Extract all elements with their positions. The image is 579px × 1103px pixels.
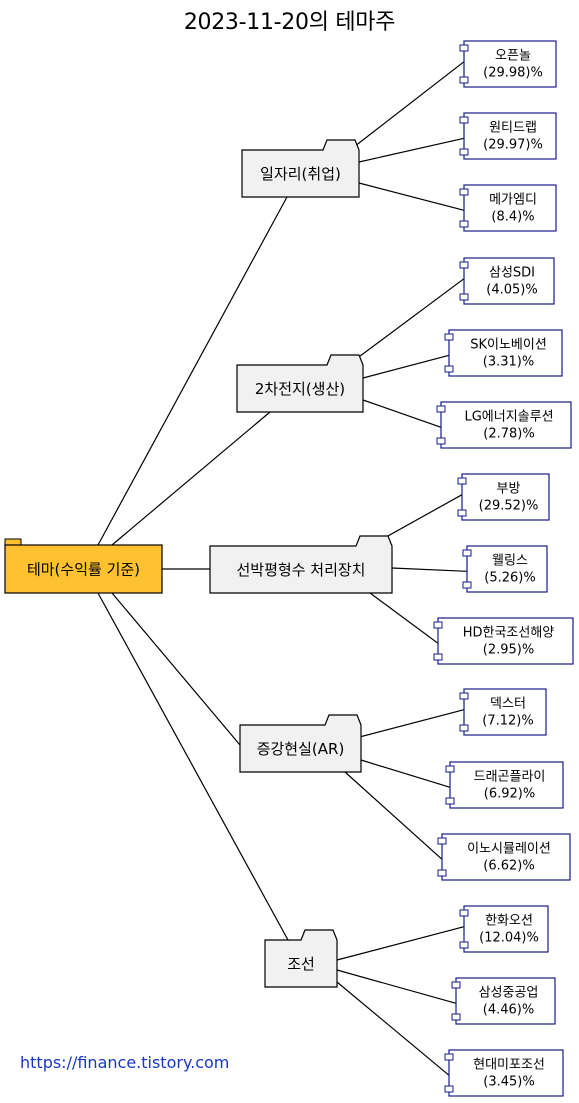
stock-name: LG에너지솔루션	[464, 410, 553, 425]
stock-node[interactable]	[459, 40, 557, 88]
stock-return-pct: (29.52)%	[479, 499, 539, 514]
edge-theme-to-stock	[344, 771, 443, 860]
edge-theme-to-stock	[362, 354, 450, 379]
edge-theme-to-stock	[347, 278, 465, 366]
theme-node-label: 조선	[287, 955, 315, 973]
stock-node[interactable]	[433, 617, 574, 665]
edge-theme-to-stock	[347, 709, 465, 741]
stock-node[interactable]	[437, 833, 571, 881]
edges-layer	[97, 61, 468, 1076]
nodes-layer: 테마(수익률 기준) 일자리(취업) 2차전지(생산) 선박평형수 처리장치증강현실(…	[4, 40, 574, 1097]
stock-return-pct: (4.05)%	[486, 283, 537, 298]
edge-theme-to-stock	[360, 759, 451, 788]
stock-name: 현대미포조선	[473, 1058, 545, 1073]
stock-node[interactable]	[451, 977, 556, 1025]
stock-name: 삼성중공업	[479, 986, 539, 1001]
theme-node[interactable]	[239, 714, 362, 773]
stock-name: 이노시뮬레이션	[467, 842, 551, 857]
stock-name: 웰링스	[492, 554, 528, 569]
stock-return-pct: (8.4)%	[491, 210, 534, 225]
stock-return-pct: (4.46)%	[483, 1003, 534, 1018]
stock-name: 원티드랩	[489, 121, 537, 136]
stock-node[interactable]	[459, 905, 549, 953]
stock-name: 부방	[497, 482, 521, 497]
edge-root-to-theme	[97, 592, 289, 941]
stock-node[interactable]	[459, 257, 555, 305]
page-title: 2023-11-20의 테마주	[183, 10, 396, 35]
stock-return-pct: (12.04)%	[479, 931, 539, 946]
footer-link[interactable]: https://finance.tistory.com	[20, 1053, 230, 1072]
edge-root-to-theme	[111, 411, 271, 546]
stock-node[interactable]	[445, 761, 564, 809]
stock-return-pct: (6.62)%	[483, 859, 534, 874]
theme-node[interactable]	[264, 929, 338, 988]
stock-return-pct: (29.98)%	[483, 66, 543, 81]
edge-theme-to-stock	[336, 981, 450, 1076]
edge-theme-to-stock	[349, 61, 465, 151]
edge-theme-to-stock	[358, 182, 465, 211]
theme-node[interactable]	[241, 139, 360, 198]
root-node-label: 테마(수익률 기준)	[27, 561, 140, 579]
edge-theme-to-stock	[358, 137, 465, 163]
stock-name: 덱스터	[490, 697, 526, 712]
theme-node-label: 일자리(취업)	[260, 165, 341, 183]
stock-node[interactable]	[444, 329, 563, 377]
edge-theme-to-stock	[362, 399, 442, 428]
edge-theme-to-stock	[336, 926, 465, 961]
stock-return-pct: (3.45)%	[483, 1075, 534, 1090]
stock-node[interactable]	[459, 184, 557, 232]
edge-theme-to-stock	[391, 567, 468, 572]
stock-name: HD한국조선해양	[463, 626, 555, 641]
stock-return-pct: (29.97)%	[483, 138, 543, 153]
stock-name: 삼성SDI	[489, 266, 535, 281]
theme-node-label: 증강현실(AR)	[257, 740, 345, 758]
stock-node[interactable]	[459, 112, 557, 160]
stock-node[interactable]	[462, 545, 548, 593]
edge-theme-to-stock	[369, 592, 439, 644]
stock-node[interactable]	[436, 401, 572, 449]
edge-root-to-theme	[97, 196, 288, 546]
edge-theme-to-stock	[336, 969, 457, 1004]
theme-node[interactable]	[209, 535, 393, 594]
theme-node[interactable]	[236, 354, 364, 413]
stock-name: 한화오션	[485, 914, 533, 929]
root-node[interactable]	[4, 538, 163, 594]
stock-return-pct: (3.31)%	[483, 355, 534, 370]
stock-return-pct: (5.26)%	[484, 571, 535, 586]
theme-node-label: 2차전지(생산)	[255, 380, 345, 398]
stock-node[interactable]	[444, 1049, 564, 1097]
stock-return-pct: (2.78)%	[483, 427, 534, 442]
stock-node[interactable]	[459, 688, 547, 736]
stock-return-pct: (7.12)%	[482, 714, 533, 729]
edge-root-to-theme	[111, 592, 241, 746]
stock-name: 오픈놀	[495, 49, 531, 64]
stock-return-pct: (6.92)%	[484, 787, 535, 802]
theme-node-label: 선박평형수 처리장치	[237, 561, 366, 579]
stock-name: 드래곤플라이	[474, 770, 546, 785]
stock-return-pct: (2.95)%	[483, 643, 534, 658]
stock-name: SK이노베이션	[470, 338, 547, 353]
stock-node[interactable]	[457, 473, 550, 521]
stock-name: 메가엠디	[489, 193, 537, 208]
